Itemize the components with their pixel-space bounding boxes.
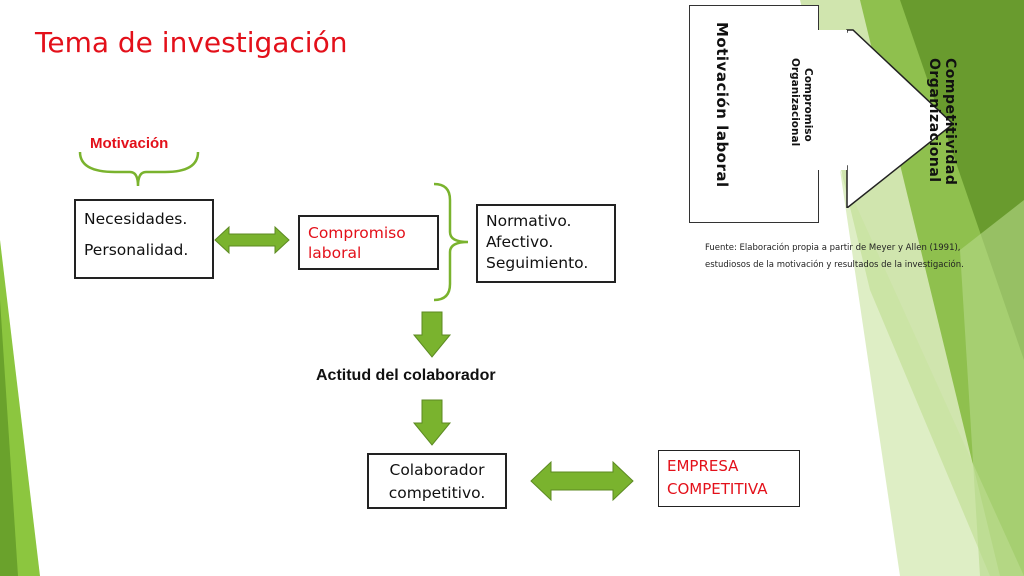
motivacion-laboral-box: [689, 5, 819, 223]
colaborador-text: Colaborador: [389, 461, 485, 479]
compromiso-organizacional-line1: Compromiso: [802, 68, 814, 142]
seguimiento-text: Seguimiento.: [486, 254, 589, 272]
normativo-text: Normativo.: [486, 212, 572, 230]
down-arrow-1: [412, 311, 452, 358]
necesidades-box: Necesidades. Personalidad.: [74, 199, 214, 279]
competitivo-text: competitivo.: [388, 484, 486, 502]
motivacion-laboral-text: Motivación laboral: [713, 22, 731, 188]
compromiso-organizacional-line2: Organizacional: [789, 58, 801, 147]
compromiso-types-box: Normativo. Afectivo. Seguimiento.: [476, 204, 616, 283]
big-arrow-inner: [815, 30, 847, 170]
empresa-box: EMPRESA COMPETITIVA: [658, 450, 800, 507]
source-line-1: Fuente: Elaboración propia a partir de M…: [705, 243, 961, 253]
double-arrow-needs-compromiso: [214, 225, 290, 255]
types-bracket: [433, 182, 469, 302]
competitividad-line2: Organizacional: [926, 58, 942, 183]
motivacion-label: Motivación: [90, 135, 169, 152]
laboral-text: laboral: [308, 244, 362, 262]
left-dark-triangle: [0, 300, 18, 576]
right-lower-triangle: [960, 200, 1024, 576]
empresa-text: EMPRESA: [667, 457, 739, 475]
compromiso-text: Compromiso: [308, 224, 406, 242]
double-arrow-colaborador-empresa: [530, 460, 634, 502]
actitud-label: Actitud del colaborador: [316, 367, 496, 384]
competitividad-line1: Competitividad: [942, 58, 958, 186]
motivacion-brace: [78, 151, 200, 187]
page-title: Tema de investigación: [35, 26, 348, 59]
down-arrow-2: [412, 399, 452, 446]
necesidades-text: Necesidades.: [84, 210, 188, 228]
compromiso-laboral-box: Compromiso laboral: [298, 215, 439, 270]
afectivo-text: Afectivo.: [486, 233, 554, 251]
source-line-2: estudiosos de la motivación y resultados…: [705, 260, 964, 270]
personalidad-text: Personalidad.: [84, 241, 189, 259]
colaborador-box: Colaborador competitivo.: [367, 453, 507, 509]
competitiva-text: COMPETITIVA: [667, 480, 768, 498]
